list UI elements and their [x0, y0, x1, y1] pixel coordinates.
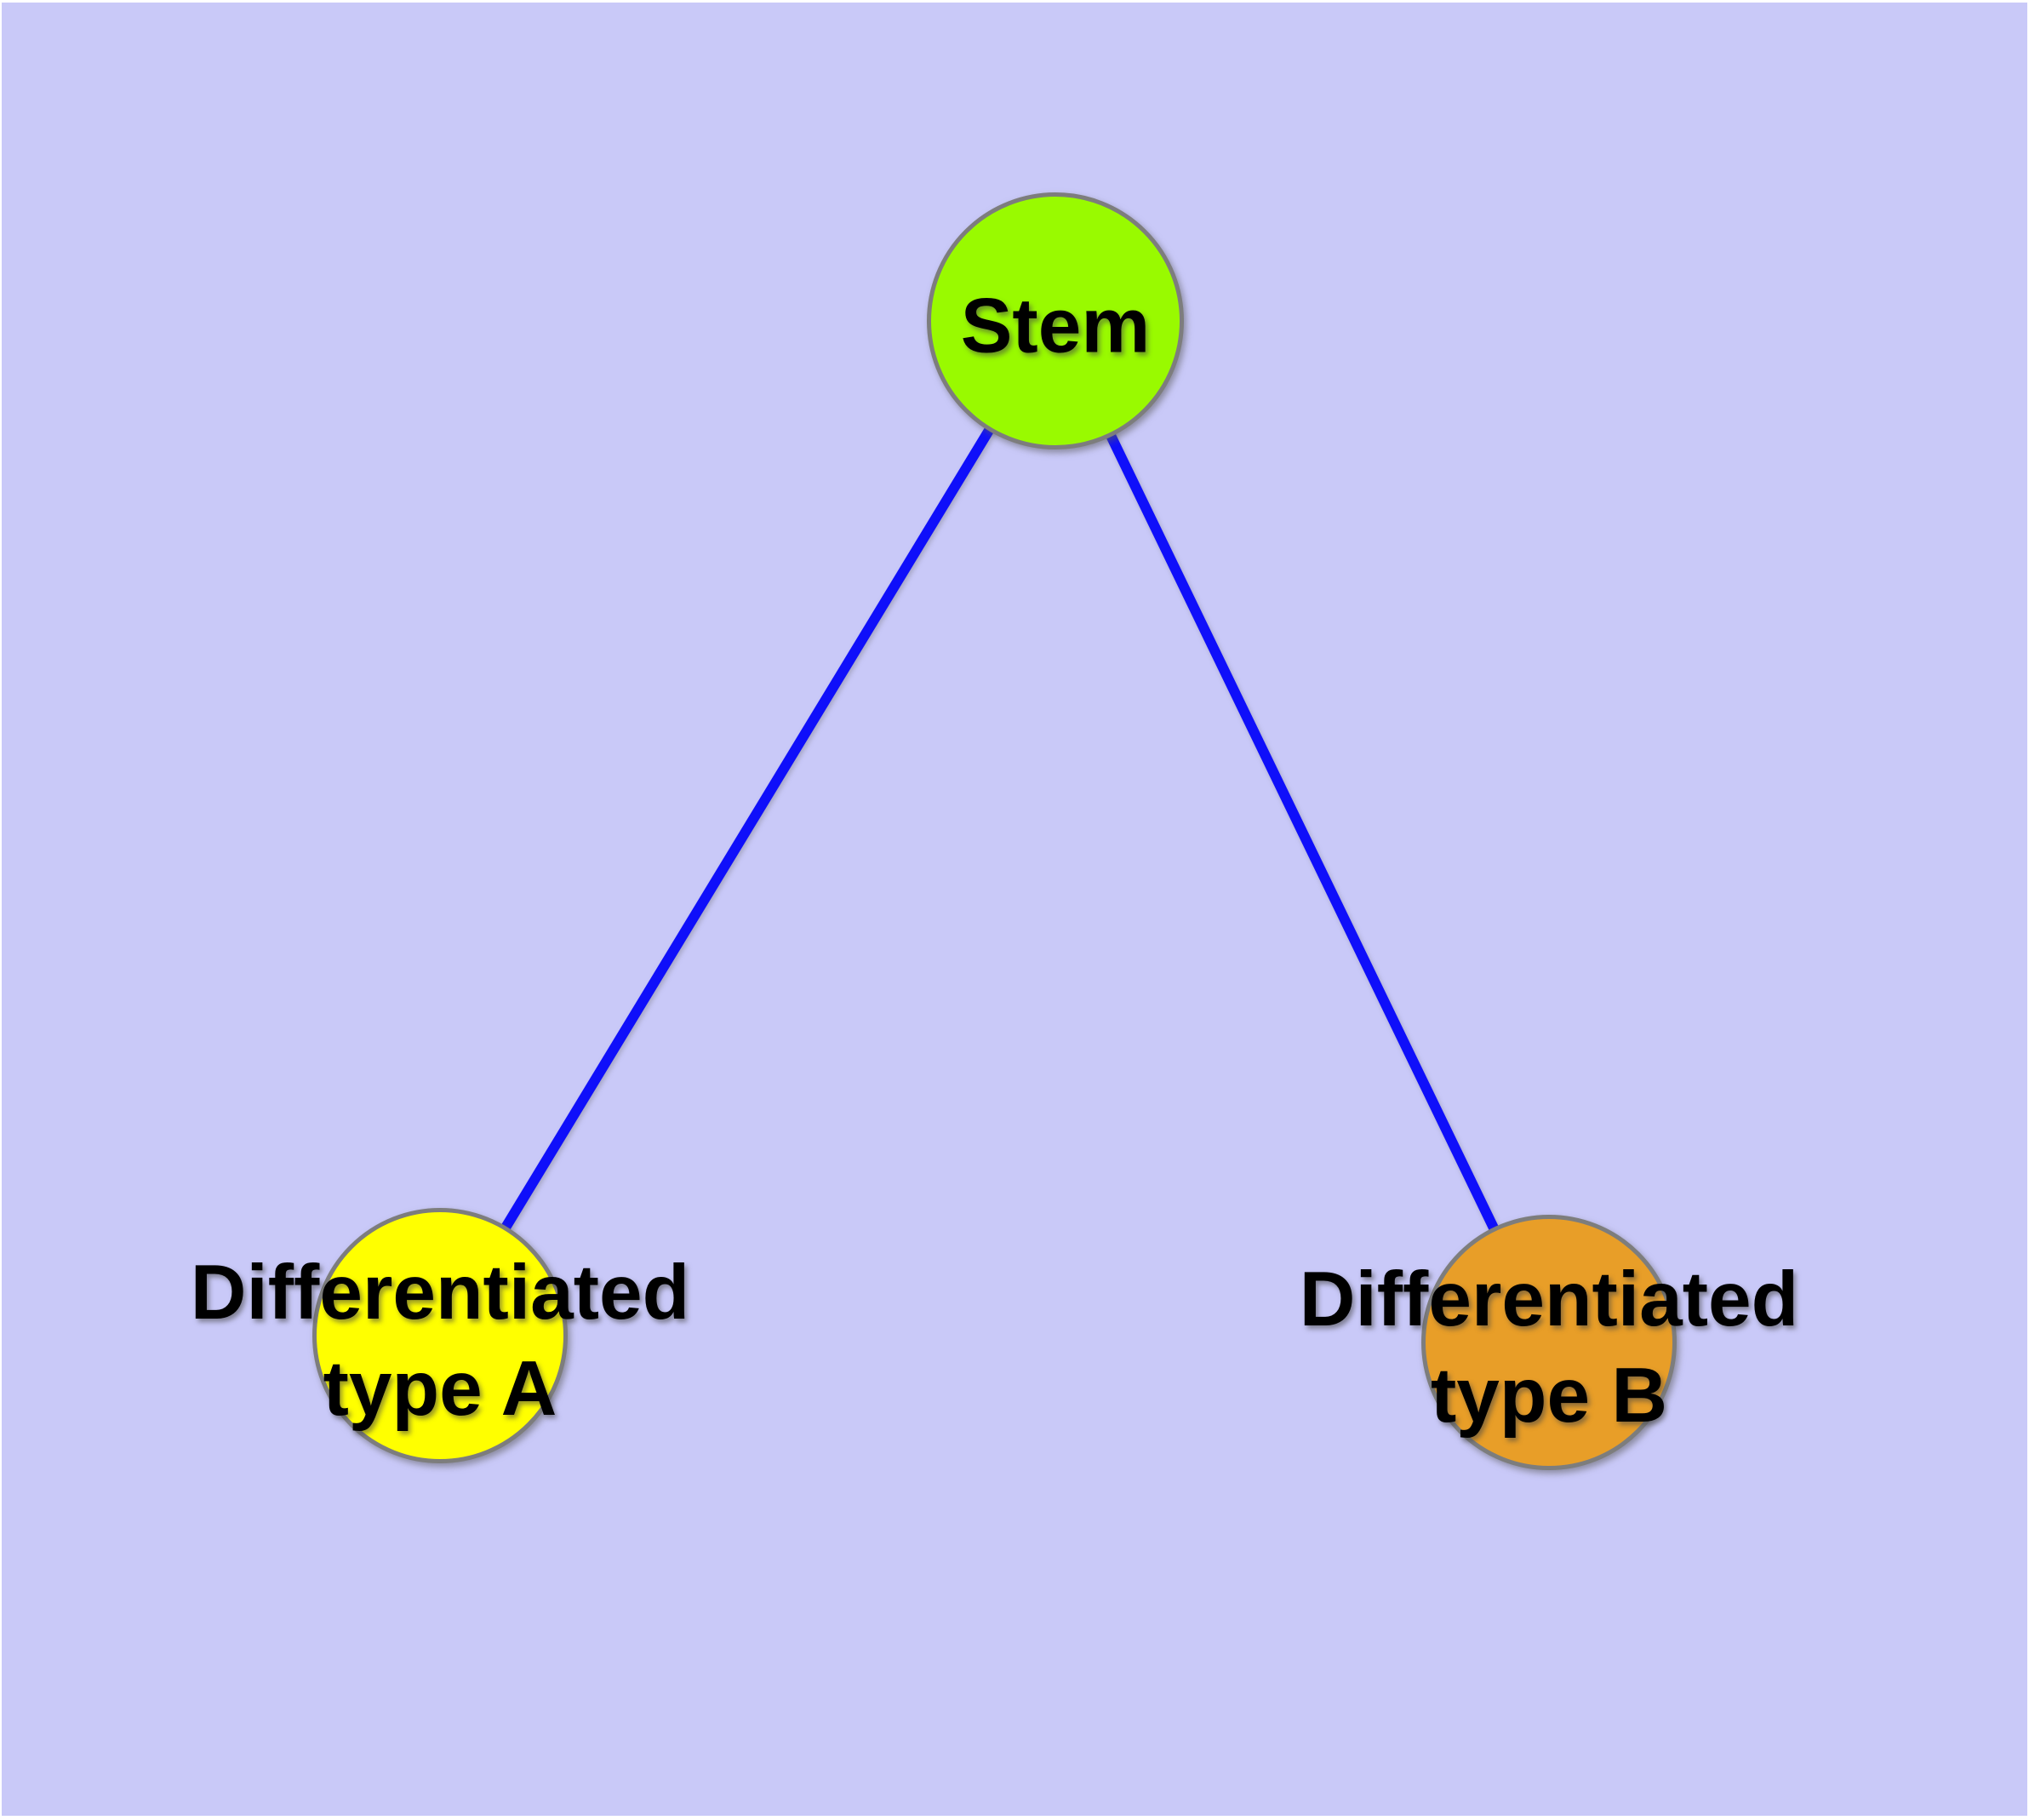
graph-canvas: Stem Differentiated type A Differentiate…: [2, 3, 2027, 1816]
node-differentiated-type-a: [312, 1208, 568, 1463]
edge-stem-diff-a: [435, 318, 1060, 1339]
edge-stem-diff-b: [1050, 318, 1554, 1345]
node-stem: [927, 192, 1184, 449]
edges-layer: [435, 318, 1554, 1345]
node-differentiated-type-b: [1421, 1215, 1677, 1470]
